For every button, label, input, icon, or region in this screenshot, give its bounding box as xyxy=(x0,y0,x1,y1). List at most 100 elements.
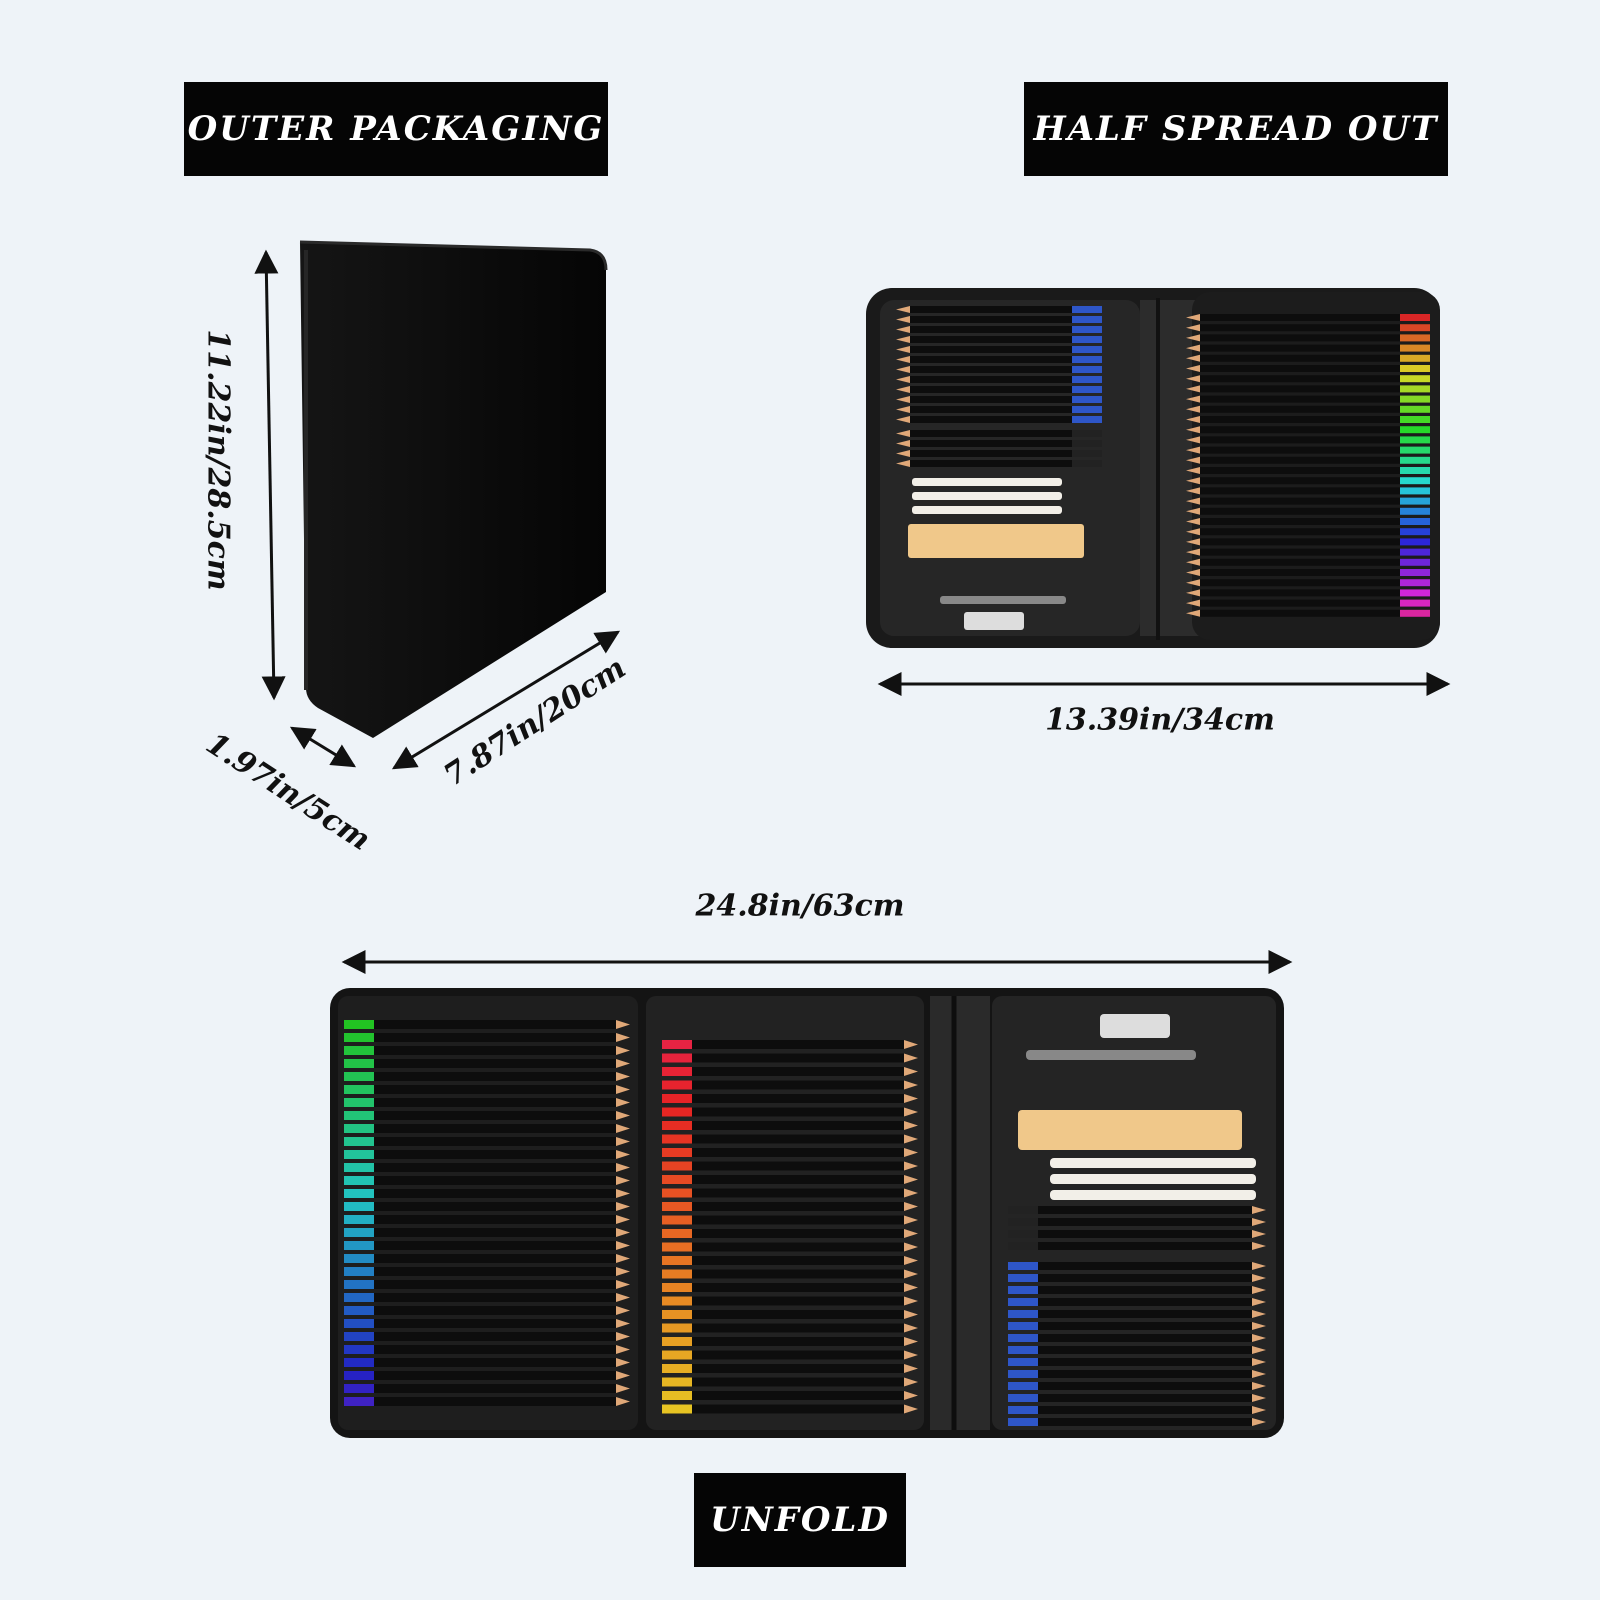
colored-pencil xyxy=(662,1323,918,1333)
colored-pencil xyxy=(662,1377,918,1387)
colored-pencil xyxy=(662,1256,918,1265)
colored-pencil xyxy=(662,1283,918,1292)
colored-pencil xyxy=(1186,548,1430,556)
charcoal-pencil xyxy=(1008,1206,1266,1214)
colored-pencil xyxy=(1186,416,1430,423)
colored-pencil xyxy=(1186,385,1430,393)
graphite-pencil xyxy=(1008,1382,1266,1390)
graphite-pencil xyxy=(896,406,1102,413)
charcoal-pencil xyxy=(1008,1218,1266,1226)
eraser xyxy=(1100,1014,1170,1038)
graphite-pencil xyxy=(896,336,1102,343)
charcoal-pencil xyxy=(1008,1242,1266,1250)
colored-pencil xyxy=(1186,477,1430,485)
blending-stump xyxy=(912,478,1062,486)
graphite-pencil xyxy=(1008,1262,1266,1270)
colored-pencil xyxy=(1186,507,1430,515)
graphite-pencil xyxy=(1008,1346,1266,1354)
charcoal-pencil xyxy=(896,460,1102,467)
width-arrow xyxy=(391,630,621,770)
graphite-pencil xyxy=(1008,1310,1266,1318)
colored-pencil xyxy=(344,1033,630,1042)
graphite-pencil xyxy=(896,326,1102,333)
half-spread-out-label: HALF SPREAD OUT xyxy=(1024,82,1448,176)
graphite-pencil xyxy=(1008,1394,1266,1402)
colored-pencil xyxy=(662,1053,918,1063)
colored-pencil xyxy=(1186,467,1430,474)
colored-pencil xyxy=(1186,354,1430,362)
pencil-extender xyxy=(1026,1050,1196,1060)
colored-pencil xyxy=(1186,436,1430,444)
graphite-pencil xyxy=(896,386,1102,393)
colored-pencil xyxy=(344,1085,630,1094)
colored-pencil xyxy=(662,1134,918,1144)
blending-stump xyxy=(1050,1174,1256,1184)
colored-pencil xyxy=(1186,375,1430,383)
charcoal-pencil xyxy=(896,430,1102,437)
blending-stump xyxy=(1050,1190,1256,1200)
colored-pencil xyxy=(1186,599,1430,607)
colored-pencil xyxy=(662,1094,918,1103)
graphite-pencil xyxy=(1008,1298,1266,1306)
closed-case xyxy=(299,240,608,738)
colored-pencil xyxy=(344,1345,630,1354)
unfold-label: UNFOLD xyxy=(694,1473,906,1567)
pencil-extender xyxy=(940,596,1066,604)
colored-pencil xyxy=(344,1072,630,1081)
eraser xyxy=(964,612,1024,630)
colored-pencil xyxy=(344,1332,630,1341)
colored-pencil xyxy=(344,1020,630,1029)
colored-pencil xyxy=(662,1121,918,1130)
sandpaper-block xyxy=(1018,1110,1242,1150)
colored-pencil xyxy=(662,1242,918,1252)
colored-pencil xyxy=(344,1319,630,1328)
depth-arrow xyxy=(289,726,357,768)
colored-pencil xyxy=(1186,569,1430,576)
colored-pencil xyxy=(1186,538,1430,546)
colored-pencil xyxy=(662,1080,918,1090)
colored-pencil xyxy=(1186,589,1430,597)
colored-pencil xyxy=(344,1293,630,1302)
colored-pencil xyxy=(1186,426,1430,434)
graphite-pencil xyxy=(1008,1406,1266,1414)
blending-stump xyxy=(912,506,1062,514)
colored-pencil xyxy=(1186,405,1430,413)
graphite-pencil xyxy=(896,396,1102,403)
colored-pencil xyxy=(1186,344,1430,352)
colored-pencil xyxy=(662,1188,918,1198)
half-spread-width-dimension: 13.39in/34cm xyxy=(1045,702,1275,738)
colored-pencil xyxy=(1186,487,1430,495)
colored-pencil xyxy=(1186,395,1430,403)
colored-pencil xyxy=(344,1059,630,1068)
colored-pencil xyxy=(344,1267,630,1276)
graphite-pencil xyxy=(896,356,1102,363)
colored-pencil xyxy=(662,1067,918,1076)
colored-pencil xyxy=(662,1391,918,1400)
colored-pencil xyxy=(1186,456,1430,464)
colored-pencil xyxy=(662,1161,918,1171)
height-arrow xyxy=(254,249,286,701)
colored-pencil xyxy=(344,1228,630,1237)
charcoal-pencil xyxy=(896,440,1102,447)
colored-pencil xyxy=(1186,365,1430,372)
graphite-pencil xyxy=(896,306,1102,313)
colored-pencil xyxy=(662,1364,918,1373)
colored-pencil xyxy=(662,1040,918,1049)
graphite-pencil xyxy=(1008,1358,1266,1366)
colored-pencil xyxy=(1186,446,1430,454)
colored-pencil xyxy=(344,1371,630,1380)
colored-pencil xyxy=(344,1215,630,1224)
graphite-pencil xyxy=(1008,1286,1266,1294)
colored-pencil xyxy=(1186,334,1430,342)
colored-pencil xyxy=(662,1296,918,1306)
colored-pencil xyxy=(344,1046,630,1055)
graphite-pencil xyxy=(1008,1334,1266,1342)
colored-pencil xyxy=(662,1229,918,1238)
colored-pencil xyxy=(662,1337,918,1346)
colored-pencil xyxy=(1186,314,1430,321)
colored-pencil xyxy=(344,1306,630,1315)
graphite-pencil xyxy=(896,316,1102,323)
colored-pencil xyxy=(1186,324,1430,332)
colored-pencil xyxy=(344,1280,630,1289)
